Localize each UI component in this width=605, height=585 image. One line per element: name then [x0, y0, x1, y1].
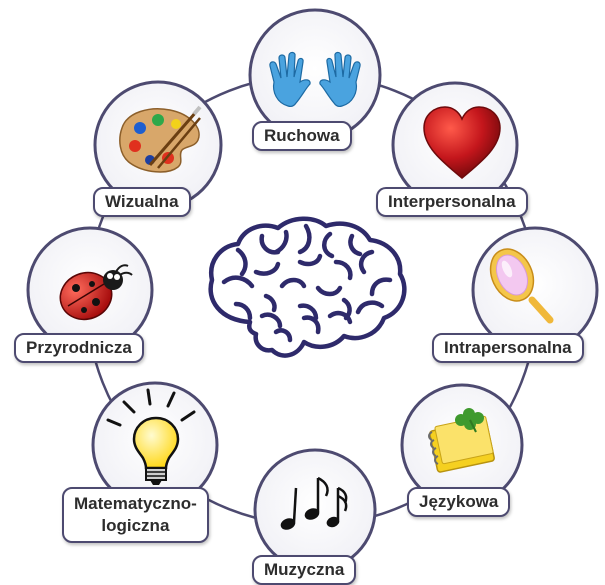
heart-icon: [423, 106, 501, 179]
lightbulb-icon: [106, 388, 196, 485]
label-jezykowa: Językowa: [407, 487, 511, 517]
music-notes-icon: [280, 476, 348, 530]
label-intrapersonalna: Intrapersonalna: [432, 333, 584, 363]
label-przyrodnicza: Przyrodnicza: [14, 333, 144, 363]
label-wizualna: Wizualna: [93, 187, 191, 217]
hands-icon: [269, 51, 361, 107]
label-muzyczna: Muzyczna: [252, 555, 357, 585]
label-matematyczno-line1: Matematyczno-: [74, 494, 197, 513]
ladybug-icon: [59, 264, 133, 321]
label-ruchowa: Ruchowa: [252, 121, 352, 151]
notebook-icon: [428, 408, 495, 473]
label-interpersonalna: Interpersonalna: [376, 187, 528, 217]
label-matematyczno-logiczna: Matematyczno- logiczna: [62, 487, 209, 543]
mirror-icon: [489, 248, 554, 324]
label-matematyczno-line2: logiczna: [101, 516, 170, 535]
palette-icon: [119, 105, 202, 173]
brain-icon: [208, 216, 407, 358]
